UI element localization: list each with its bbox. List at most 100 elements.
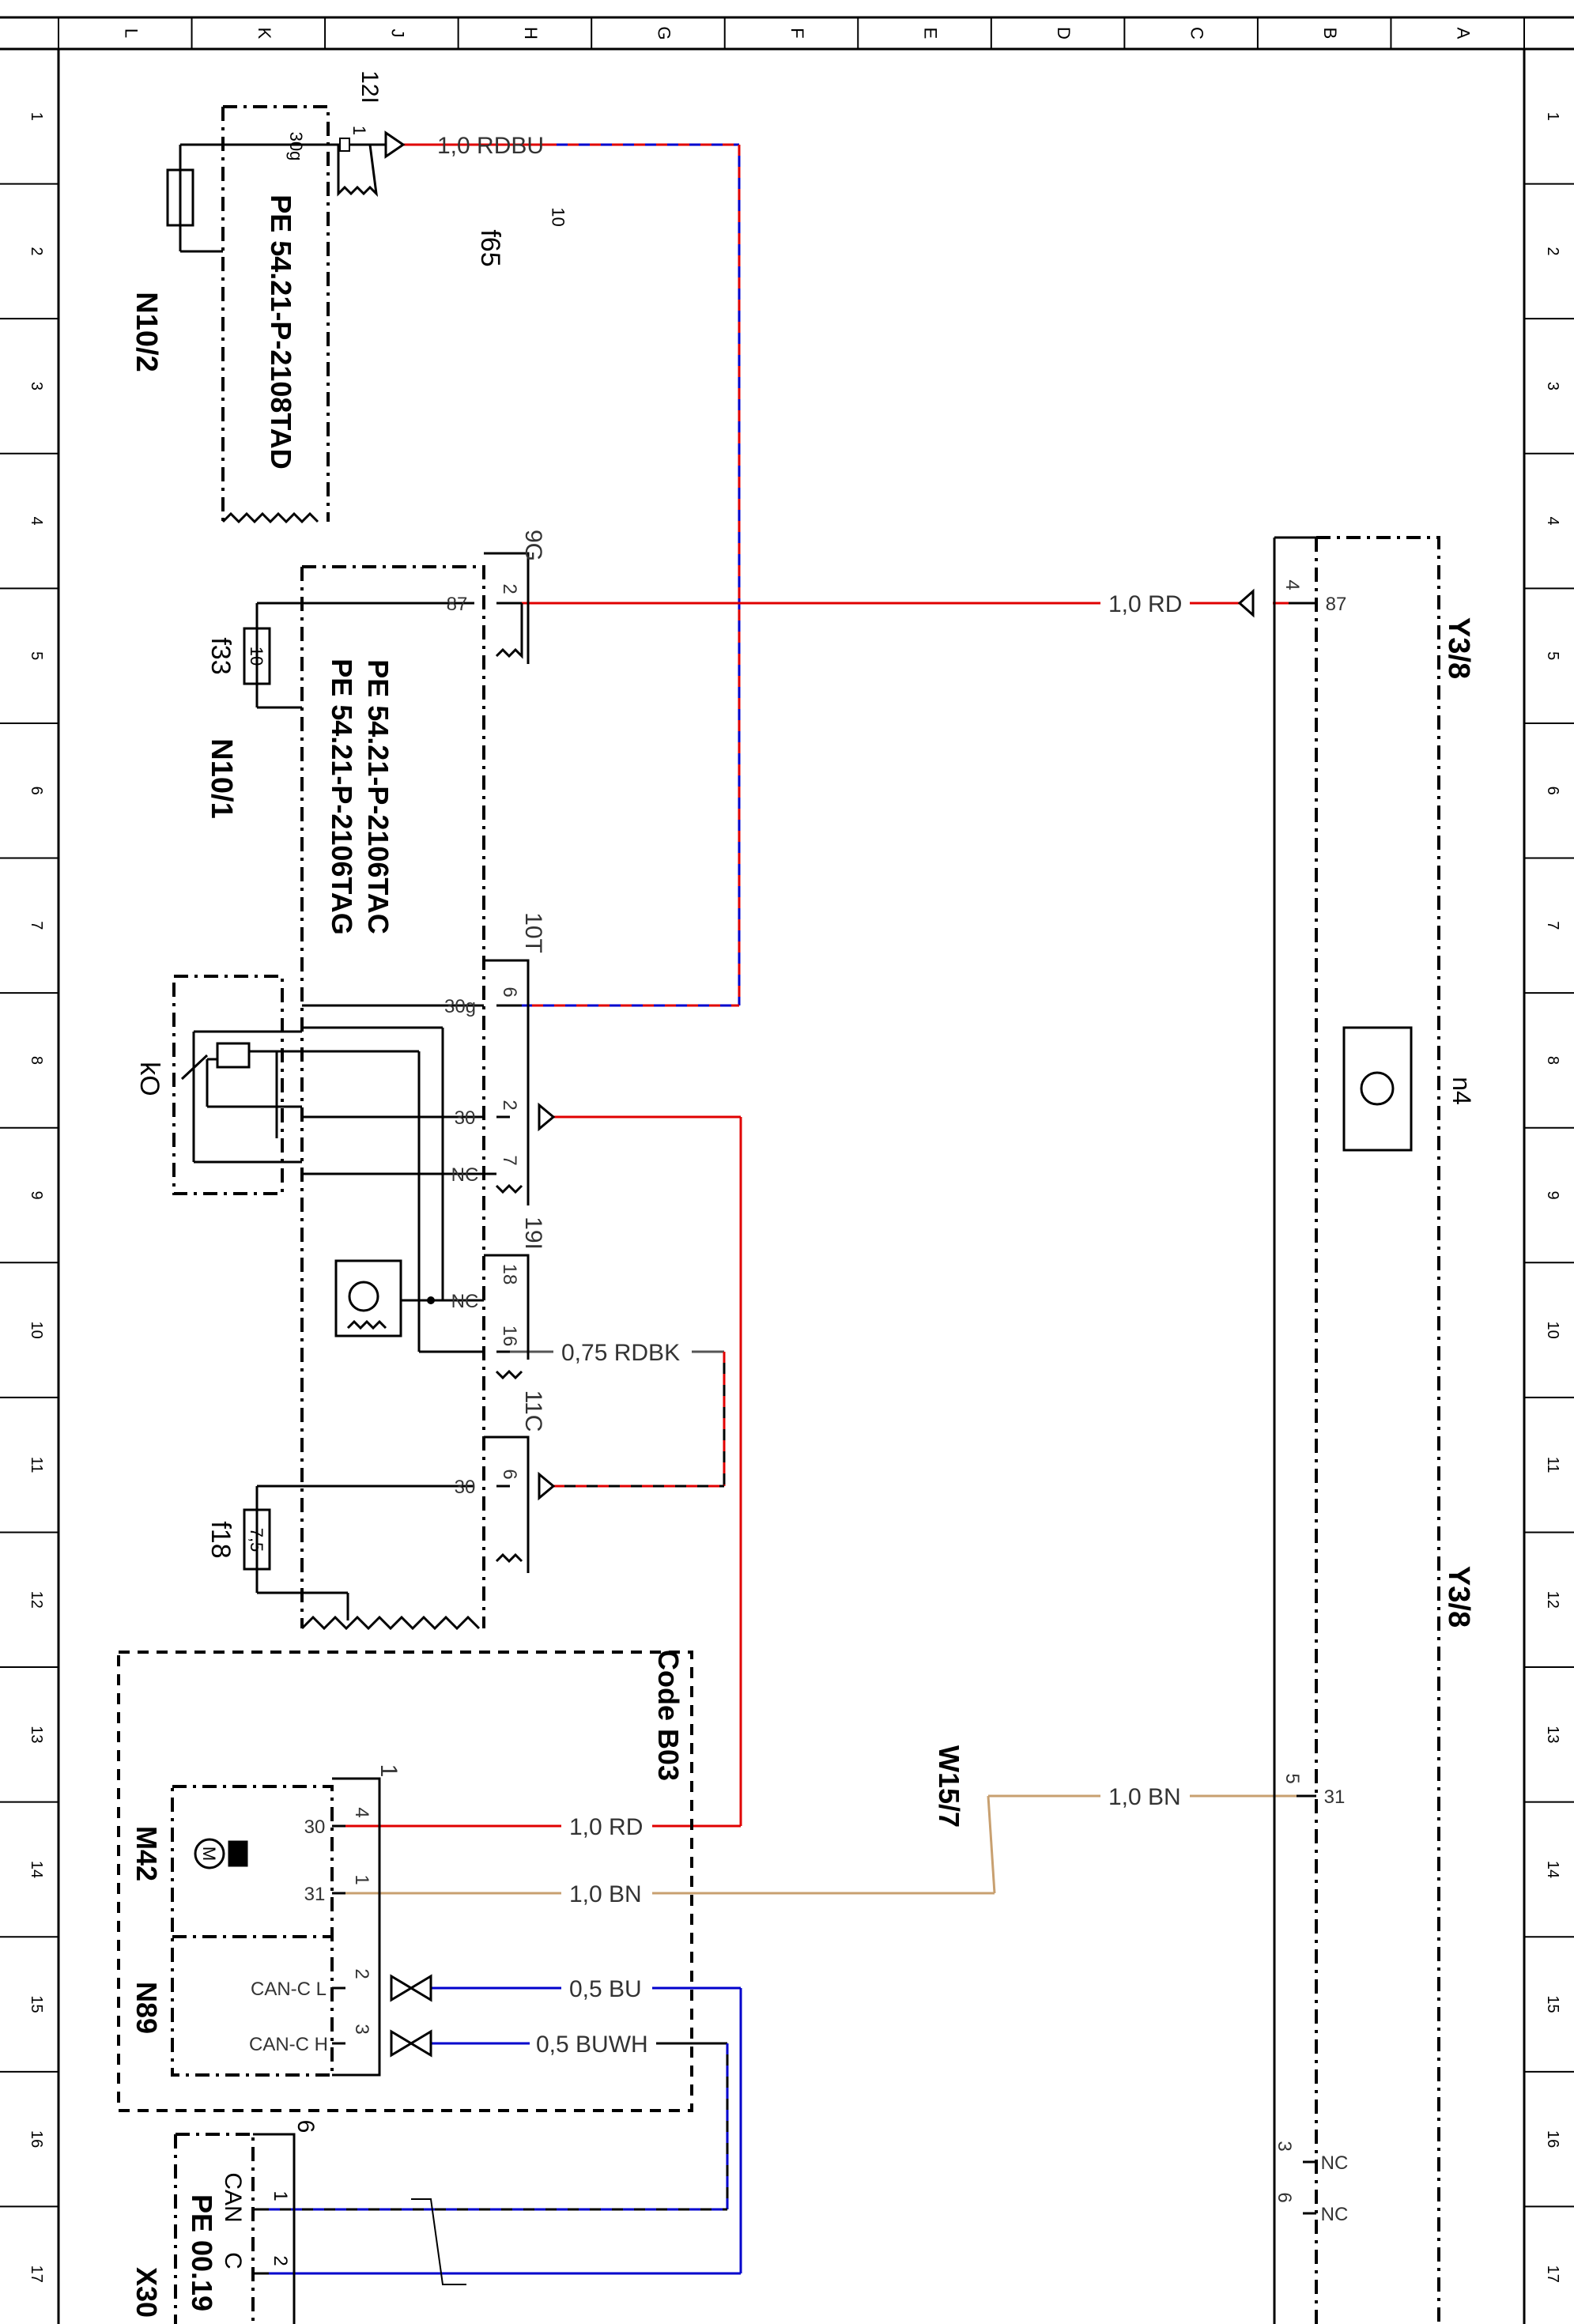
row-label: 14 (28, 1861, 45, 1878)
x30-can: CAN (220, 2172, 246, 2222)
row-label: 4 (1544, 516, 1561, 525)
wires (269, 143, 1297, 2285)
n10-2-label: N10/2 (130, 292, 163, 372)
conn-9g: 9G (520, 530, 546, 561)
row-label: 7 (28, 921, 45, 930)
code-b03-label: Code B03 (652, 1650, 685, 1781)
component-n10-1: kO 10 f33 7,5 f18 N10/1 PE 54.21-P-2106T… (134, 530, 556, 1631)
row-label: 9 (28, 1190, 45, 1199)
y3-8-nc-2: NC (1321, 2204, 1349, 2225)
conn-10t: 10T (520, 912, 546, 953)
row-label: 11 (1544, 1457, 1561, 1473)
wire-label-bn-m42: 1,0 BN (569, 1881, 642, 1907)
row-label: 15 (1544, 1995, 1561, 2013)
n10-2-connector: 12I (357, 70, 383, 104)
pin-16-conn-19i: 16 (499, 1326, 520, 1347)
m42-pin-1: 1 (351, 1874, 372, 1884)
row-label: 6 (1544, 787, 1561, 795)
wire-rdbk (496, 1350, 726, 1488)
n10-2-pin-30g: 30g (286, 132, 306, 161)
n10-1-ref1: PE 54.21-P-2106TAC (362, 659, 394, 934)
y3-8-pin-5: 5 (1281, 1773, 1303, 1783)
column-label: A (1454, 28, 1474, 40)
row-label: 8 (28, 1056, 45, 1065)
n89-label: N89 (130, 1982, 163, 2034)
m42-pin-30: 30 (304, 1817, 326, 1838)
wire-label-rd-m42: 1,0 RD (569, 1814, 643, 1840)
wire-can-bu (269, 1986, 742, 2275)
row-label: 13 (1544, 1726, 1561, 1743)
n89-can-h: CAN-C H (249, 2034, 328, 2055)
wire-label-bu: 0,5 BU (569, 1976, 642, 2002)
pin-7-conn-10t: 7 (499, 1155, 520, 1165)
row-ticks (0, 48, 1574, 2208)
pin-30b-n10-1: 30 (455, 1477, 476, 1498)
row-label: 4 (28, 516, 45, 525)
row-label: 17 (1544, 2266, 1561, 2283)
column-label: G (654, 26, 674, 40)
row-label: 16 (1544, 2130, 1561, 2148)
y3-8-label-top: Y3/8 (1442, 617, 1475, 679)
y3-8-inner-n4: n4 (1448, 1077, 1476, 1105)
m42-label: M42 (130, 1826, 163, 1881)
n10-2-ref: PE 54.21-P-2108TAD (265, 194, 297, 470)
row-label: 11 (28, 1457, 45, 1473)
column-label: D (1054, 27, 1074, 40)
x30-label: X30 (130, 2267, 163, 2318)
wire-labels: 1,0 RDBU 1,0 RD 0,75 RDBK 1,0 RD 1,0 BN … (437, 133, 1182, 2058)
component-y3-8: Y3/8 Y3/8 n4 4 87 5 31 3 6 NC NC (1237, 536, 1476, 2324)
row-label: 1 (1544, 112, 1561, 121)
w15-7-label: W15/7 (933, 1745, 965, 1828)
component-code-b03: Code B03 M42 N89 M 1 30 4 31 1 CAN-C L C… (117, 1650, 693, 2112)
pin-30g-n10-1: 30g (444, 996, 476, 1017)
n89-can-l: CAN-C L (251, 1979, 327, 2000)
row-label: 2 (28, 247, 45, 255)
row-label: 3 (28, 382, 45, 390)
row-label: 14 (1544, 1861, 1561, 1878)
wire-can-buwh (269, 2042, 729, 2211)
wire-bn-y38 (345, 1794, 1297, 1895)
pin-2-conn-9g: 2 (499, 583, 520, 594)
x30-ref: PE 00.19 (186, 2194, 218, 2311)
y3-8-pin-6: 6 (1274, 2192, 1295, 2202)
y3-8-label-bottom: Y3/8 (1442, 1566, 1475, 1628)
row-label: 5 (28, 651, 45, 660)
motor-symbol-label: M (199, 1847, 219, 1861)
row-label: 3 (1544, 382, 1561, 390)
row-label: 16 (28, 2130, 45, 2148)
y3-8-pin-3: 3 (1274, 2141, 1295, 2151)
pin-87-n10-1: 87 (447, 594, 468, 615)
x30-pin-2: 2 (270, 2255, 291, 2266)
pin-30-n10-1: 30 (455, 1107, 476, 1129)
fuse-f65-value: 10 (549, 207, 568, 226)
component-n10-2: 10 f65 N10/2 PE 54.21-P-2108TAD 30g 1 12… (130, 70, 568, 524)
n89-pin-3: 3 (351, 2024, 372, 2034)
column-label: E (921, 28, 941, 40)
pin-6-conn-10t: 6 (499, 987, 520, 997)
x30-pin-1: 1 (270, 2190, 291, 2201)
n89-pin-2: 2 (351, 1968, 372, 1979)
column-label: L (121, 28, 141, 38)
column-ticks (58, 17, 1525, 49)
conn-19i: 19I (520, 1217, 546, 1250)
row-label: 10 (1544, 1321, 1561, 1338)
fuse-f65 (166, 168, 194, 227)
row-label: 12 (1544, 1591, 1561, 1609)
pin-2-conn-10t: 2 (499, 1100, 520, 1110)
n10-2-pin-1: 1 (349, 126, 369, 135)
row-label: 13 (28, 1726, 45, 1743)
pin-nc-n10-1: NC (451, 1164, 479, 1186)
fuse-f18-name: f18 (206, 1521, 236, 1558)
row-label: 12 (28, 1591, 45, 1609)
pin-6-conn-11c: 6 (499, 1469, 520, 1479)
pin-18-conn-19i: 18 (499, 1264, 520, 1285)
twisted-pair-marker (411, 2198, 466, 2285)
fuse-f33-name: f33 (206, 637, 236, 674)
wire-label-rdbk: 0,75 RDBK (561, 1340, 680, 1366)
column-label: K (255, 28, 274, 40)
wire-label-rd87: 1,0 RD (1108, 591, 1182, 617)
column-label: F (787, 28, 807, 38)
n10-1-ref2: PE 54.21-P-2106TAG (326, 658, 358, 935)
